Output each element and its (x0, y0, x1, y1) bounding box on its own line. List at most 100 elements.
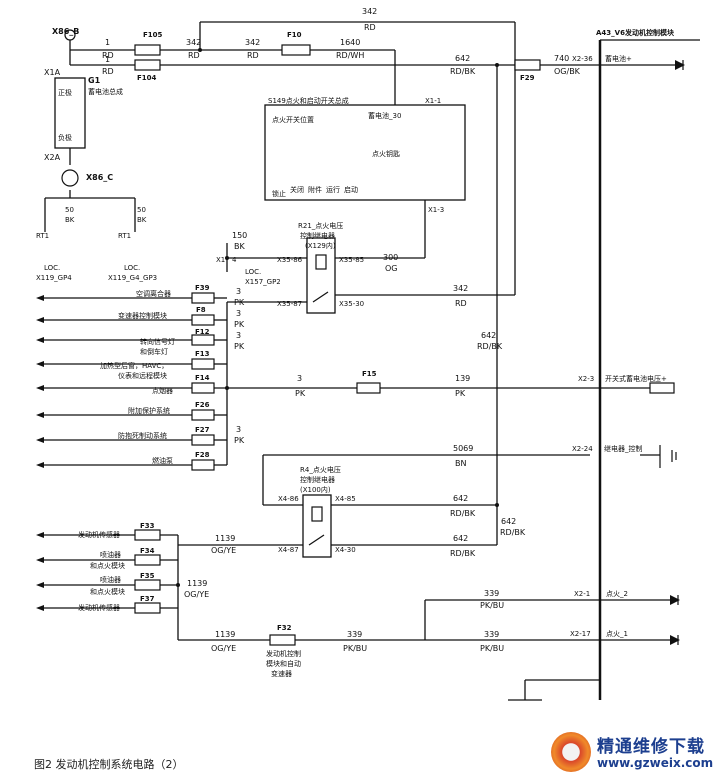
w-pkbub: PK/BU (480, 601, 504, 610)
load-f33: 发动机传感器 (78, 530, 120, 539)
w-og300: OG (385, 264, 398, 273)
fuse-f35: F35 (140, 572, 155, 580)
w-p2: 3 (236, 309, 241, 318)
label-neg: 负极 (58, 133, 72, 142)
ecm-title: A43_V6发动机控制模块 (596, 28, 675, 37)
w-150: 150 (232, 231, 247, 240)
load-f12a: 转向信号灯 (140, 337, 175, 346)
gnd-loc2: LOC. (124, 264, 140, 272)
gnd-gp3: X157_GP2 (245, 278, 281, 286)
w-339c: 339 (484, 630, 499, 639)
w-pk4: PK (234, 436, 245, 445)
gnd-x1: X1 (216, 256, 225, 264)
switch-pin13: X1-3 (428, 206, 444, 214)
fuse-f26: F26 (195, 401, 210, 409)
brand-url: www.gzweix.com (597, 756, 714, 770)
label-x1a: X1A (44, 68, 61, 77)
load-f8: 变速器控制模块 (118, 311, 167, 320)
relay2-p87: X4-87 (278, 546, 299, 554)
switch-run: 运行 (326, 185, 340, 194)
load-f32b: 模块和自动 (266, 659, 301, 668)
w-pkbua: PK/BU (343, 644, 367, 653)
relay1-loc: (X129内) (305, 241, 336, 250)
load-f27: 防抱死制动系统 (118, 431, 167, 440)
switch-lamp: 点火开关位置 (272, 115, 314, 124)
switch-pin11: X1-1 (425, 97, 441, 105)
w-p4: 3 (236, 425, 241, 434)
fuse-f34: F34 (140, 547, 155, 555)
w-740: 740 (554, 54, 569, 63)
switch-unlock: 点火钥匙 (372, 149, 400, 158)
relay2-name2: 控制继电器 (300, 475, 335, 484)
w-139: 139 (455, 374, 470, 383)
pin-x2-24: X2-24 (572, 445, 593, 453)
label-pos: 正极 (58, 88, 72, 97)
w-pk3: PK (234, 342, 245, 351)
w-642v: 642 (481, 331, 496, 340)
gnd-gp2: X119_G4_GP3 (108, 274, 157, 282)
relay2-p30: X4-30 (335, 546, 356, 554)
load-f34b: 和点火模块 (90, 561, 125, 570)
pin-x2-36: X2-36 (572, 55, 593, 63)
gnd-wire1: 50 (65, 206, 74, 214)
gnd-loc3: LOC. (245, 268, 261, 276)
pin-x2-1: X2-1 (574, 590, 590, 598)
w-ogyea: OG/YE (211, 546, 236, 555)
w-642d: 642 (453, 534, 468, 543)
relay1-p87: X35-87 (277, 300, 302, 308)
load-f35a: 喷油器 (100, 575, 121, 584)
relay2-name: R4_点火电压 (300, 465, 341, 474)
fuse-f27: F27 (195, 426, 210, 434)
brand-logo-icon (551, 732, 591, 772)
w-3: 3 (297, 374, 302, 383)
sig-switched: 开关式蓄电池电压+ (605, 374, 667, 383)
w-rdwh: RD/WH (336, 51, 364, 60)
load-f39: 空调离合器 (136, 289, 171, 298)
relay1-name: R21_点火电压 (298, 221, 343, 230)
watermark: 精通维修下载 www.gzweix.com (545, 728, 723, 778)
switch-batt: 蓄电池_30 (368, 111, 401, 120)
pin-x2-3: X2-3 (578, 375, 594, 383)
relay1-p85: X35-85 (339, 256, 364, 264)
fuse-f37: F37 (140, 595, 155, 603)
figure-caption: 图2 发动机控制系统电路（2） (34, 758, 184, 771)
load-f13b: 仪表和远程模块 (118, 371, 167, 380)
label-battery: 蓄电池总成 (88, 87, 123, 96)
label-x2a: X2A (44, 153, 61, 162)
sig-ign1: 点火_1 (606, 630, 628, 638)
load-f37: 发动机传感器 (78, 603, 120, 612)
load-f13a: 加热型后窗，HAVC， (100, 361, 168, 370)
relay2-p85: X4-85 (335, 495, 356, 503)
w-p1: 3 (236, 287, 241, 296)
w-rdbkb: RD/BK (450, 509, 476, 518)
gnd-c1: BK (65, 216, 75, 224)
w-p3: 3 (236, 331, 241, 340)
fuse-f13: F13 (195, 350, 210, 358)
label-g1: G1 (88, 76, 101, 85)
w-339b: 339 (484, 589, 499, 598)
w-rdb: RD (247, 51, 259, 60)
load-f34a: 喷油器 (100, 550, 121, 559)
w-642b: 642 (453, 494, 468, 503)
w-rdbkc: RD/BK (500, 528, 526, 537)
w-rdbkv: RD/BK (477, 342, 503, 351)
relay1-p86: X35-86 (277, 256, 303, 264)
fuse-f39: F39 (195, 284, 210, 292)
w-pkbuc: PK/BU (480, 644, 504, 653)
fuse-f32: F32 (277, 624, 292, 632)
switch-lock: 锁止 (272, 189, 286, 198)
relay2-p86: X4-86 (278, 495, 299, 503)
w-pk2: PK (234, 320, 245, 329)
sig-relay-ctrl: 继电器_控制 (604, 444, 643, 453)
w-ogyeb: OG/YE (184, 590, 209, 599)
fuse-f8: F8 (196, 306, 206, 314)
load-f35b: 和点火模块 (90, 587, 125, 596)
w-rdc: RD (455, 299, 467, 308)
w-ogyec: OG/YE (211, 644, 236, 653)
fuse-f12: F12 (195, 328, 210, 336)
switch-accy: 附件 (308, 185, 322, 194)
w-pk139: PK (455, 389, 466, 398)
relay2-loc: (X100内) (300, 485, 331, 494)
